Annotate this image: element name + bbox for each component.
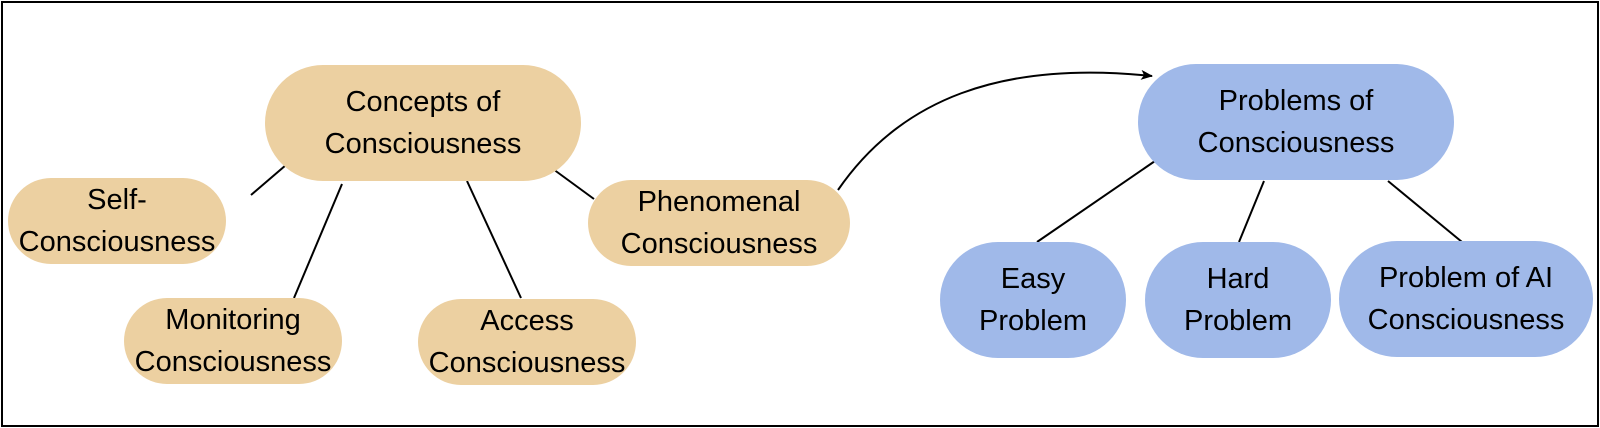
easy-problem-node[interactable]: Easy Problem (940, 242, 1126, 358)
self-consciousness-node[interactable]: Self- Consciousness (8, 178, 226, 264)
edge-problems-ai (1387, 180, 1463, 243)
edge-problems-hard (1238, 180, 1265, 243)
edge-concepts-monitoring (293, 183, 343, 299)
edge-phenomenal-problems-arrow (837, 69, 1153, 191)
edge-problems-easy (1036, 160, 1156, 243)
problems-of-consciousness-node[interactable]: Problems of Consciousness (1138, 64, 1454, 180)
concepts-of-consciousness-node[interactable]: Concepts of Consciousness (265, 65, 581, 181)
problem-of-ai-consciousness-node[interactable]: Problem of AI Consciousness (1339, 241, 1593, 357)
hard-problem-node[interactable]: Hard Problem (1145, 242, 1331, 358)
monitoring-consciousness-node[interactable]: Monitoring Consciousness (124, 298, 342, 384)
edge-concepts-phenomenal (552, 168, 595, 200)
access-consciousness-node[interactable]: Access Consciousness (418, 299, 636, 385)
edge-concepts-access (466, 180, 522, 299)
edge-concepts-self (250, 164, 287, 196)
phenomenal-consciousness-node[interactable]: Phenomenal Consciousness (588, 180, 850, 266)
